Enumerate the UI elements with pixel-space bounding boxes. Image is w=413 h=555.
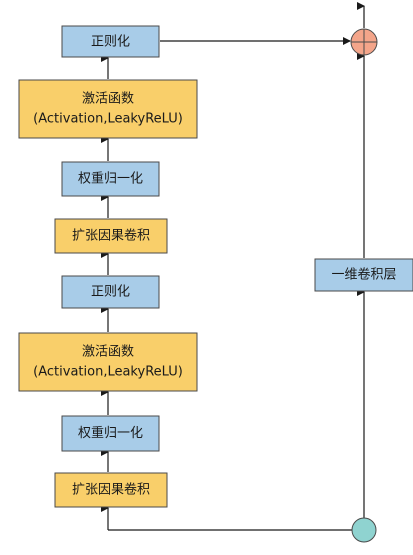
norm-block-bottom-label: 正则化 xyxy=(91,285,130,300)
weight-norm-block-bottom-label: 权重归一化 xyxy=(78,425,143,441)
dilated-causal-conv-block-top: 扩张因果卷积 xyxy=(54,218,168,254)
left-column-connectors xyxy=(101,37,352,531)
weight-norm-block-top-label: 权重归一化 xyxy=(78,171,143,187)
weight-norm-block-top: 权重归一化 xyxy=(61,161,160,197)
activation-block-bottom-title: 激活函数 xyxy=(82,345,134,360)
dilated-causal-conv-block-bottom-label: 扩张因果卷积 xyxy=(72,482,150,498)
activation-block-bottom: 激活函数 (Activation,LeakyReLU) xyxy=(18,332,198,392)
conv1d-block-label: 一维卷积层 xyxy=(331,267,396,283)
dilated-causal-conv-block-bottom: 扩张因果卷积 xyxy=(54,472,168,508)
activation-block-top: 激活函数 (Activation,LeakyReLU) xyxy=(18,79,198,139)
input-node xyxy=(351,517,377,543)
norm-block-top: 正则化 xyxy=(61,25,160,58)
conv1d-block: 一维卷积层 xyxy=(314,258,413,292)
activation-block-top-subtitle: (Activation,LeakyReLU) xyxy=(33,112,183,127)
add-node xyxy=(350,28,378,56)
activation-block-top-title: 激活函数 xyxy=(82,92,134,107)
weight-norm-block-bottom: 权重归一化 xyxy=(61,415,160,452)
dilated-causal-conv-block-top-label: 扩张因果卷积 xyxy=(72,228,150,244)
activation-block-bottom-subtitle: (Activation,LeakyReLU) xyxy=(33,365,183,380)
norm-block-top-label: 正则化 xyxy=(91,35,130,50)
norm-block-bottom: 正则化 xyxy=(61,275,160,309)
